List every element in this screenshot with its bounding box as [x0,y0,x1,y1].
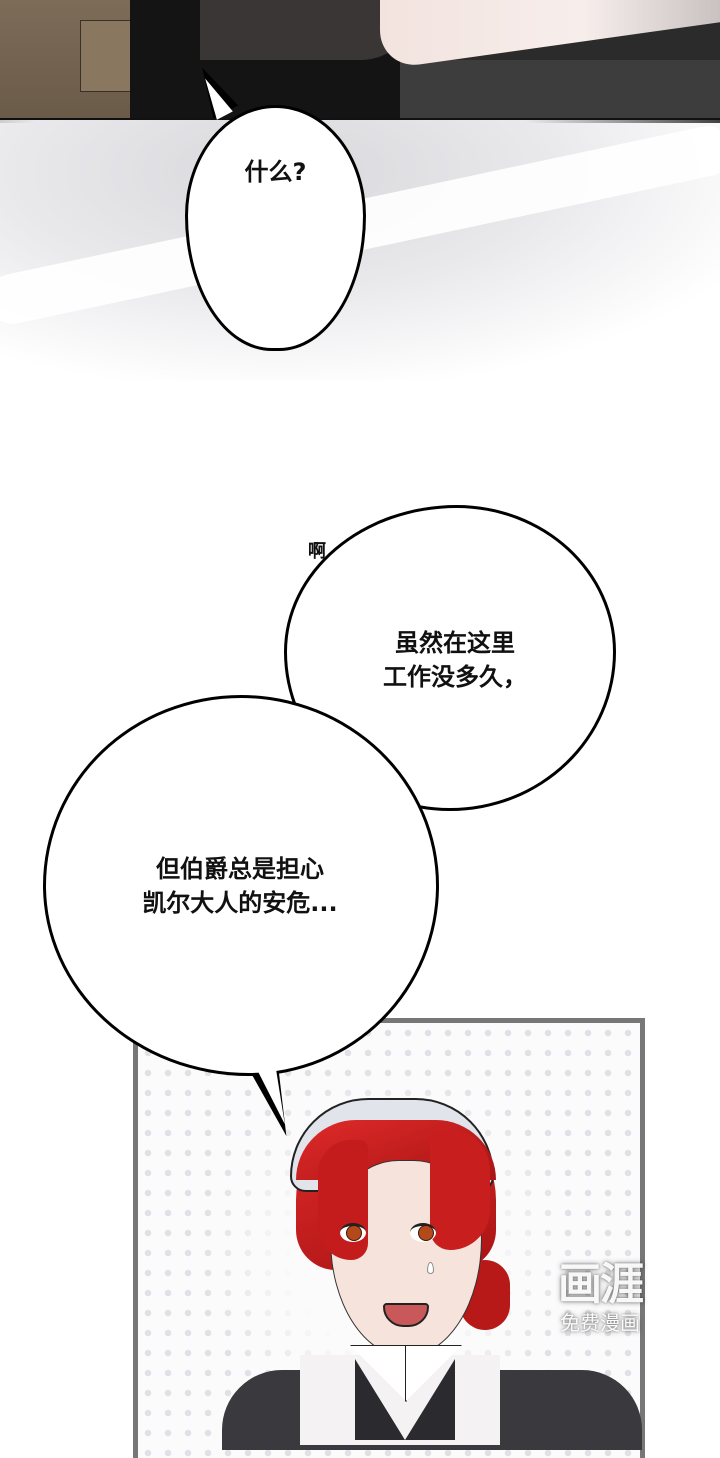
coat-fold [80,20,132,92]
dialogue-line: 什么? [244,158,307,186]
speech-bubble-what [185,105,366,351]
bubble-text: 但伯爵总是担心 凯尔大人的安危... [95,852,385,920]
left-iris [346,1225,362,1241]
right-iris [418,1225,434,1241]
sweat-drop-icon [427,1262,434,1274]
speech-bubble-count [43,695,439,1076]
top-panel-artwork [0,0,720,120]
bubble-text: 什么? [185,155,366,189]
dialogue-line: 虽然在这里 [395,629,515,657]
hair-bang-right [430,1130,490,1250]
dialogue-line: 工作没多久， [383,663,527,691]
watermark: 画涯 免费漫画 [540,1260,660,1336]
dialogue-line: 凯尔大人的安危... [142,889,338,917]
floor-shadow [400,60,720,120]
watermark-logo: 画涯 [558,1259,644,1310]
watermark-subtitle: 免费漫画 [560,1311,640,1335]
bubble-text: 虽然在这里 工作没多久， [330,626,580,694]
sfx-ah: 啊 [308,541,326,562]
hair-bang-left [318,1140,368,1260]
dialogue-line: 但伯爵总是担心 [156,855,324,883]
